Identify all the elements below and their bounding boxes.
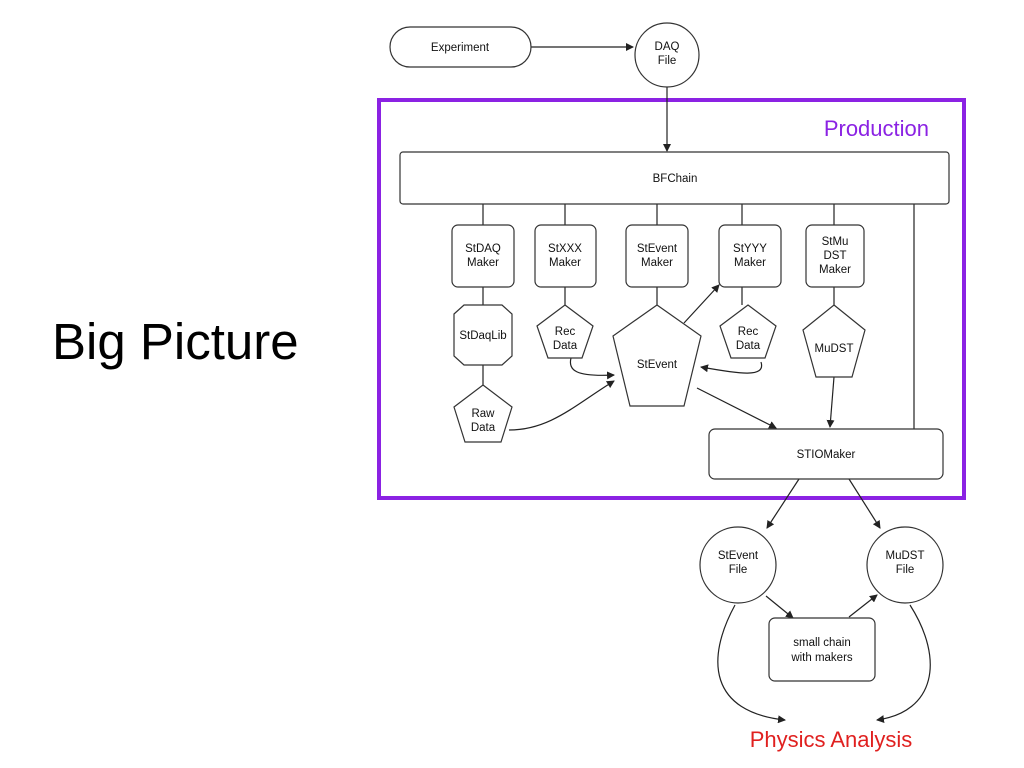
node-raw-data: Raw Data [453,384,513,443]
svg-text:Maker: Maker [819,264,851,276]
edge-mudst-stio [826,376,835,428]
connectors [482,43,931,724]
svg-text:Data: Data [553,340,578,352]
production-label: Production [824,116,929,141]
node-stxxx-maker: StXXX Maker [534,224,597,288]
node-stdaq-maker: StDAQ Maker [451,224,515,288]
edge-smallchain-mudstfile [848,594,878,618]
svg-text:Maker: Maker [467,257,499,269]
edge-rec1-stevent [569,357,615,380]
svg-text:StDaqLib: StDaqLib [459,330,506,342]
svg-text:BFChain: BFChain [653,173,698,185]
node-stevent: StEvent [612,304,702,407]
svg-text:Maker: Maker [734,257,766,269]
svg-text:with makers: with makers [790,652,853,664]
node-small-chain: small chain with makers [768,617,876,682]
svg-text:DST: DST [824,250,847,262]
svg-text:MuDST: MuDST [886,550,925,562]
svg-text:File: File [658,55,677,67]
edge-rec2-stevent [700,361,763,374]
svg-text:DAQ: DAQ [655,41,680,53]
edge-steventfile-smallchain [765,595,794,619]
svg-text:STIOMaker: STIOMaker [797,449,856,461]
svg-text:StEvent: StEvent [637,359,678,371]
edge-steventfile-physics [717,604,786,724]
svg-text:StMu: StMu [822,236,849,248]
svg-text:StXXX: StXXX [548,243,582,255]
svg-text:Data: Data [736,340,761,352]
svg-text:Maker: Maker [641,257,673,269]
node-stevent-maker: StEvent Maker [625,224,689,288]
svg-text:Rec: Rec [555,326,576,338]
svg-text:Rec: Rec [738,326,759,338]
edge-stevent-styyy [683,284,720,324]
edge-stio-mudstfile [848,478,881,529]
edge-mudstfile-physics [876,604,931,723]
node-rec-data-2: Rec Data [719,304,777,359]
node-stiomaker: STIOMaker [708,428,944,480]
node-daq-file: DAQ File [634,22,700,88]
svg-text:File: File [896,564,915,576]
node-bfchain: BFChain [399,151,950,205]
svg-text:StYYY: StYYY [733,243,767,255]
svg-text:Experiment: Experiment [431,42,490,54]
svg-text:File: File [729,564,748,576]
node-rec-data-1: Rec Data [536,304,594,359]
svg-text:StDAQ: StDAQ [465,243,501,255]
svg-text:small chain: small chain [793,637,851,649]
edge-stio-steventfile [766,478,800,529]
production-frame [377,98,966,500]
node-stdaqlib: StDaqLib [453,304,513,366]
node-styyy-maker: StYYY Maker [718,224,782,288]
node-stevent-file: StEvent File [699,526,777,604]
svg-text:StEvent: StEvent [637,243,678,255]
slide-title: Big Picture [52,313,299,370]
svg-text:StEvent: StEvent [718,550,759,562]
svg-text:Raw: Raw [471,408,495,420]
edge-raw-stevent [508,380,615,431]
svg-text:MuDST: MuDST [815,343,854,355]
edge-stevent-stio [696,387,777,429]
svg-text:Data: Data [471,422,496,434]
svg-text:Maker: Maker [549,257,581,269]
physics-analysis-label: Physics Analysis [750,727,913,752]
node-mudst: MuDST [802,304,866,378]
node-stmudst-maker: StMu DST Maker [805,224,865,288]
node-experiment: Experiment [389,26,532,68]
node-mudst-file: MuDST File [866,526,944,604]
